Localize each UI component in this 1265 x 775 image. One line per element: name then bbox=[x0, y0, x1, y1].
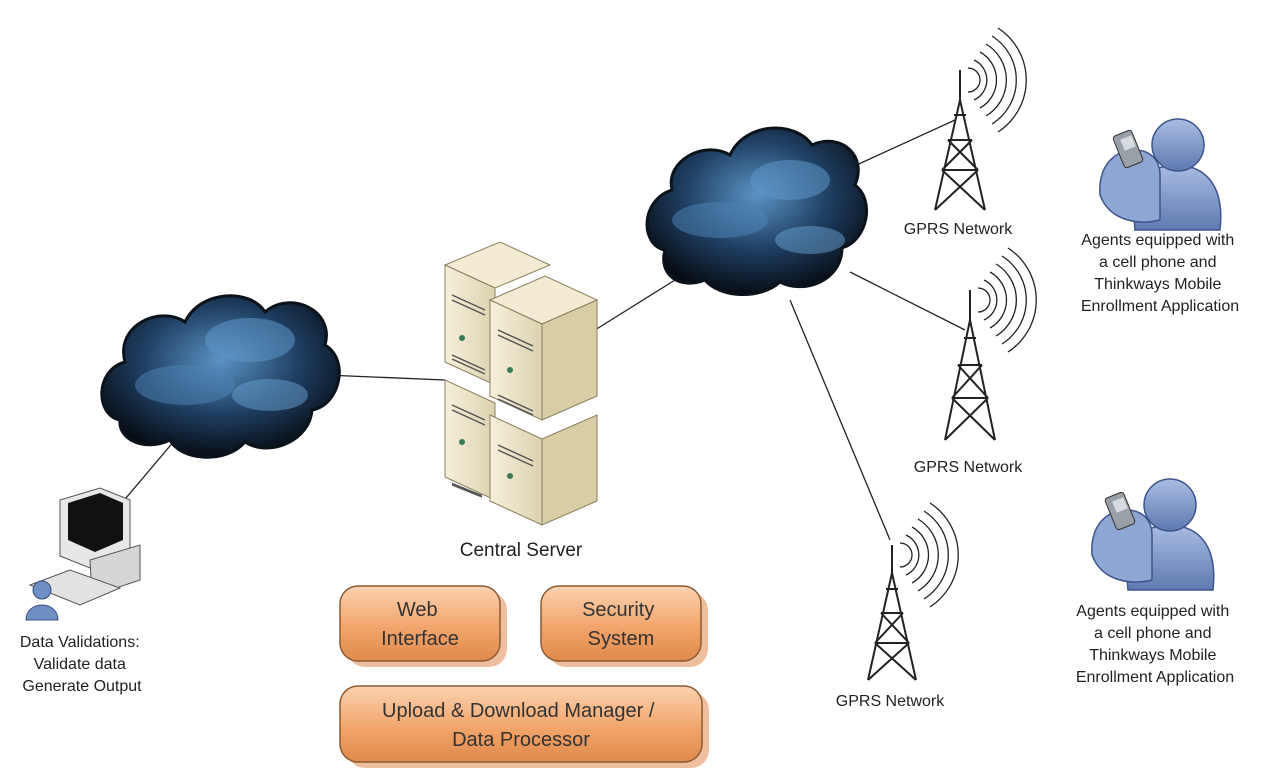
central-server-icon bbox=[443, 241, 599, 526]
svg-text:Security System: Security System bbox=[582, 599, 660, 650]
agent-2-label-line-4: Enrollment Application bbox=[1076, 669, 1234, 686]
link-cloud-tower-3 bbox=[789, 299, 891, 541]
internet-cloud-left bbox=[100, 294, 341, 459]
upload-download-line-1: Upload & Download Manager / bbox=[382, 700, 655, 722]
gprs-tower-icon bbox=[944, 247, 1037, 441]
web-interface-line-2: Interface bbox=[381, 628, 459, 650]
upload-download-line-2: Data Processor bbox=[452, 729, 590, 751]
link-cloud-tower-2 bbox=[849, 271, 966, 331]
workstation-label-line-3: Generate Output bbox=[22, 678, 142, 695]
web-interface-line-1: Web bbox=[397, 599, 438, 621]
agent-label-2: Agents equipped with a cell phone and Th… bbox=[1076, 603, 1234, 686]
security-system-line-1: Security bbox=[582, 599, 654, 621]
gprs-network-label-1: GPRS Network bbox=[904, 221, 1013, 238]
security-system-line-2: System bbox=[588, 628, 655, 650]
svg-text:Upload & Download Manager /: Upload & Download Manager / Data Process… bbox=[382, 700, 660, 751]
agent-1-label-line-1: Agents equipped with bbox=[1081, 232, 1234, 249]
connection-lines bbox=[119, 119, 966, 541]
workstation-label: Data Validations: Validate data Generate… bbox=[20, 634, 144, 695]
agent-with-phone-icon-2 bbox=[1091, 478, 1215, 591]
link-server-cloud bbox=[594, 279, 676, 331]
agent-1-label-line-3: Thinkways Mobile bbox=[1094, 276, 1221, 293]
agent-2-label-line-2: a cell phone and bbox=[1094, 625, 1211, 642]
workstation-icon bbox=[25, 487, 141, 621]
workstation-label-line-1: Data Validations: bbox=[20, 634, 140, 651]
gprs-tower-icon bbox=[934, 27, 1027, 211]
central-server-label: Central Server bbox=[460, 540, 583, 561]
gprs-network-label-2: GPRS Network bbox=[914, 459, 1023, 476]
gprs-network-label-3: GPRS Network bbox=[836, 693, 945, 710]
internet-cloud-right bbox=[645, 126, 869, 296]
agent-2-label-line-3: Thinkways Mobile bbox=[1089, 647, 1216, 664]
link-cloud-server bbox=[324, 374, 446, 381]
agent-with-phone-icon-1 bbox=[1099, 118, 1222, 231]
gprs-tower-icon bbox=[867, 502, 959, 681]
agent-label-1: Agents equipped with a cell phone and Th… bbox=[1081, 232, 1239, 315]
web-interface-box: Web Interface bbox=[339, 585, 507, 667]
agent-1-label-line-4: Enrollment Application bbox=[1081, 298, 1239, 315]
security-system-box: Security System bbox=[540, 585, 708, 667]
link-workstation-cloud bbox=[119, 439, 176, 506]
svg-text:Web Interface: Web Interface bbox=[381, 599, 459, 650]
agent-1-label-line-2: a cell phone and bbox=[1099, 254, 1216, 271]
upload-download-manager-box: Upload & Download Manager / Data Process… bbox=[339, 685, 709, 768]
workstation-label-line-2: Validate data bbox=[34, 656, 126, 673]
link-cloud-tower-1 bbox=[849, 119, 956, 169]
agent-2-label-line-1: Agents equipped with bbox=[1076, 603, 1229, 620]
